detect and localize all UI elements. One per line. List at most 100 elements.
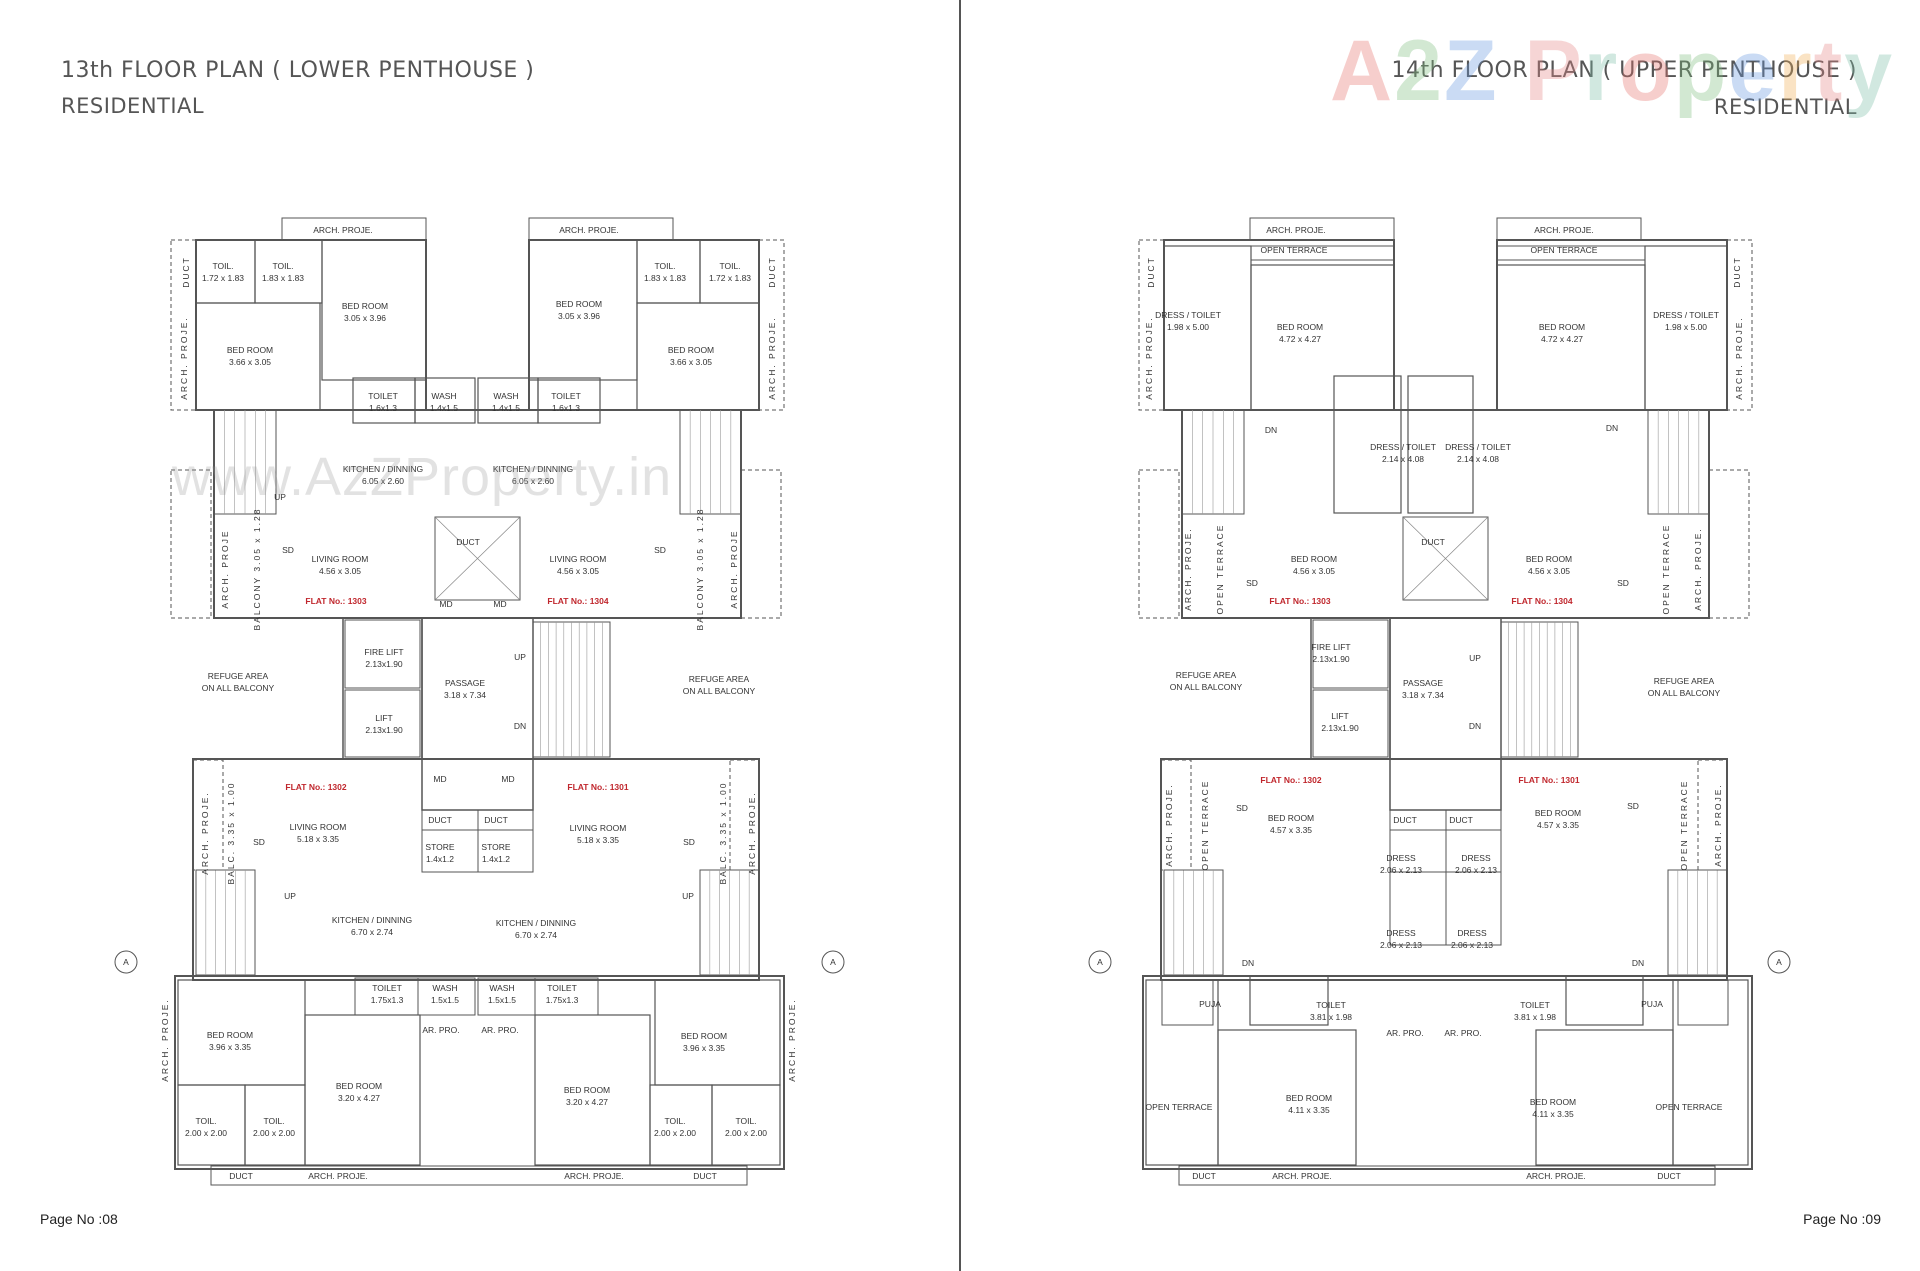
room-size: 3.96 x 3.35 [208, 1042, 252, 1052]
vertical-label: ARCH. PROJE. [1713, 783, 1723, 867]
room-name: PUJA [1641, 999, 1663, 1009]
room-label: OPEN TERRACE [1656, 1101, 1723, 1113]
room-size: 2.13x1.90 [365, 659, 403, 669]
open-terrace [1496, 245, 1646, 261]
dress-toilet [1333, 375, 1402, 514]
room-name: STORE [481, 842, 511, 852]
room-size: ON ALL BALCONY [1647, 688, 1721, 698]
room-label: AR. PRO. [1386, 1027, 1423, 1039]
room-label: DUCT [1192, 1170, 1216, 1182]
room-size: 6.05 x 2.60 [511, 476, 555, 486]
room-name: DUCT [1421, 537, 1445, 547]
room-name: WASH [489, 983, 515, 993]
room-name: PUJA [1199, 999, 1221, 1009]
room-size: 4.11 x 3.35 [1288, 1105, 1330, 1115]
dress [1445, 871, 1502, 946]
room-name: FIRE LIFT [1311, 642, 1351, 652]
room-name: DRESS [1386, 853, 1416, 863]
room-name: AR. PRO. [1386, 1028, 1424, 1038]
room-name: BED ROOM [680, 1031, 728, 1041]
room-size: 1.6x1.3 [369, 403, 397, 413]
room-name: DUCT [229, 1171, 253, 1181]
lower-wing [174, 975, 785, 1170]
room-name: AR. PRO. [1444, 1028, 1482, 1038]
room-name: DUCT [1393, 815, 1417, 825]
room-size: 3.66 x 3.05 [669, 357, 713, 367]
plan-mark: MD [439, 599, 453, 609]
logo-letter: 2 [1394, 23, 1444, 119]
room-label: DUCT [1421, 536, 1445, 548]
balcony [1138, 469, 1180, 619]
balcony [170, 469, 212, 619]
room-label: PUJA [1199, 998, 1221, 1010]
room-name: WASH [432, 983, 458, 993]
room-size: 3.18 x 7.34 [1401, 690, 1445, 700]
flat-number-label: FLAT No.: 1303 [305, 596, 367, 606]
toilet [1249, 975, 1329, 1026]
flat-number-label: FLAT No.: 1302 [1260, 775, 1322, 785]
room-name: ARCH. PROJE. [564, 1171, 624, 1181]
room-size: 3.20 x 4.27 [565, 1097, 609, 1107]
room-size: 4.72 x 4.27 [1540, 334, 1584, 344]
room-label: PUJA [1641, 998, 1663, 1010]
vertical-label: DUCT [1732, 256, 1742, 288]
room-name: LIVING ROOM [311, 554, 369, 564]
logo-letter: p [1673, 23, 1729, 119]
side-projection [170, 239, 197, 411]
room-label: DUCT [229, 1170, 253, 1182]
vertical-label: ARCH. PROJE. [1164, 783, 1174, 867]
plan-mark: MD [433, 774, 447, 784]
room-label: TOIL.1.83 x 1.83 [644, 260, 686, 284]
room-size: 6.05 x 2.60 [361, 476, 405, 486]
logo-letter: P [1524, 23, 1584, 119]
room-label: OPEN TERRACE [1146, 1101, 1213, 1113]
floor-plan-subtitle: RESIDENTIAL [61, 94, 205, 118]
room-size: 2.14 x 4.08 [1456, 454, 1500, 464]
plan-mark: SD [683, 837, 695, 847]
room-size: 4.57 x 3.35 [1269, 825, 1313, 835]
room-size: 4.56 x 3.05 [1292, 566, 1336, 576]
room-name: DUCT [1657, 1171, 1681, 1181]
room-size: 1.72 x 1.83 [201, 273, 245, 283]
room-name: TOILET [1316, 1000, 1346, 1010]
balcony [1697, 759, 1728, 871]
floor-plan-title: 13th FLOOR PLAN ( LOWER PENTHOUSE ) [61, 58, 535, 83]
toilet [534, 977, 599, 1016]
room-size: 2.00 x 2.00 [252, 1128, 296, 1138]
room-name: TOIL. [212, 261, 234, 271]
room-name: TOILET [368, 391, 398, 401]
vertical-label: DUCT [767, 256, 777, 288]
room-size: 2.00 x 2.00 [184, 1128, 228, 1138]
dress-toilet [1407, 375, 1474, 514]
room-size: 1.4x1.2 [426, 854, 454, 864]
room-name: LIFT [375, 713, 393, 723]
room-name: KITCHEN / DINNING [495, 918, 577, 928]
flat-number-label: FLAT No.: 1304 [547, 596, 609, 606]
plan-mark: SD [282, 545, 294, 555]
room-name: DRESS / TOILET [1445, 442, 1511, 452]
arch-projection-bottom [1178, 1165, 1716, 1186]
plan-mark: A [123, 957, 129, 967]
room-name: TOILET [372, 983, 402, 993]
room-label: ARCH. PROJE. [559, 224, 619, 236]
room-size: 5.18 x 3.35 [576, 835, 620, 845]
room-label: AR. PRO. [481, 1024, 518, 1036]
room-name: ARCH. PROJE. [308, 1171, 368, 1181]
room-size: 3.18 x 7.34 [443, 690, 487, 700]
vertical-label: ARCH. PROJE. [200, 791, 210, 875]
room-size: 3.81 x 1.98 [1513, 1012, 1557, 1022]
